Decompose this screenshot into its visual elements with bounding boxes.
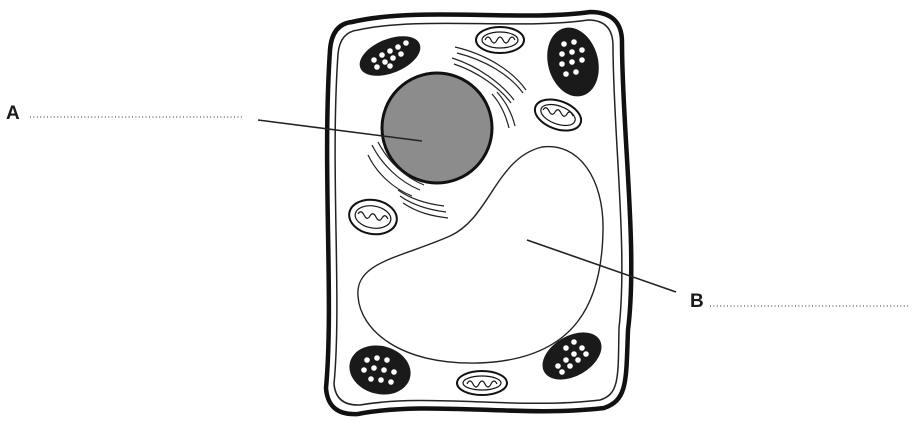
label-b: B: [690, 291, 704, 312]
nucleus: [382, 73, 492, 183]
mitochondrion-top: [476, 27, 524, 53]
label-a: A: [6, 103, 20, 124]
mitochondrion-bottom: [457, 371, 507, 395]
